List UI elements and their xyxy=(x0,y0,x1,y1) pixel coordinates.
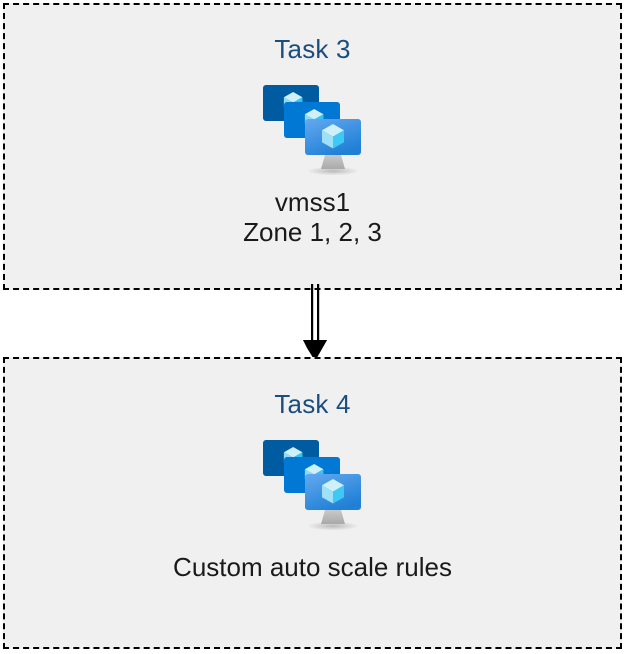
double-line-arrow-icon xyxy=(290,284,338,362)
node-label-rules: Custom auto scale rules xyxy=(173,552,452,582)
task-panel-task4[interactable]: Task 4 xyxy=(3,357,622,649)
node-label-name: vmss1 xyxy=(274,187,351,217)
vm-scale-set-icon xyxy=(257,83,369,175)
vm-scale-set-icon xyxy=(257,438,369,530)
task-title-task4: Task 4 xyxy=(274,389,351,419)
node-labels-task4: Custom auto scale rules xyxy=(173,552,452,582)
task-title-task3: Task 3 xyxy=(274,34,351,64)
task-panel-task3[interactable]: Task 3 xyxy=(3,3,622,290)
node-labels-task3: vmss1 Zone 1, 2, 3 xyxy=(243,187,382,248)
node-label-zones: Zone 1, 2, 3 xyxy=(243,217,382,248)
